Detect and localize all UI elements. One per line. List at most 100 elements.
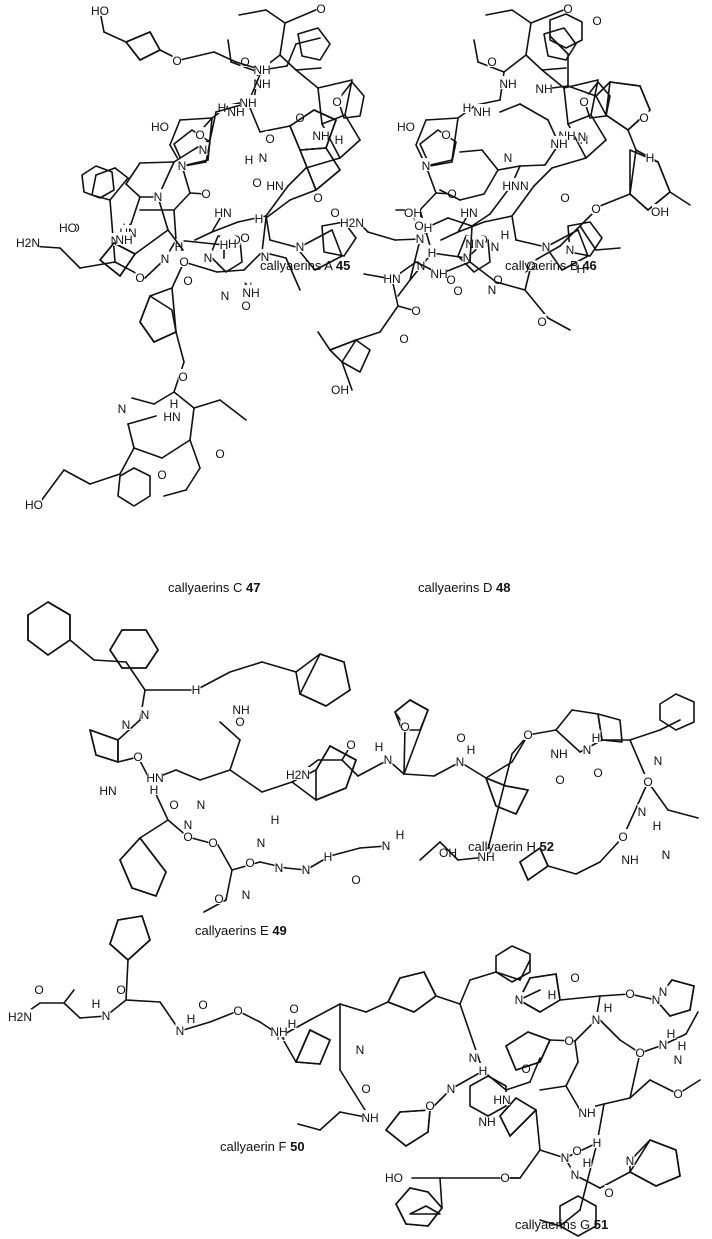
atom-background xyxy=(16,235,40,248)
atom-background xyxy=(446,1081,456,1094)
atom-label: O xyxy=(560,191,569,205)
bond xyxy=(179,1021,211,1032)
atom-label: O xyxy=(169,798,178,812)
ring xyxy=(81,165,115,199)
ring xyxy=(297,27,331,61)
atom-label: N xyxy=(422,159,431,173)
bond xyxy=(415,119,427,146)
bond xyxy=(344,114,361,141)
bond xyxy=(539,1219,561,1227)
atom-label: NH xyxy=(535,82,552,96)
bond xyxy=(209,1010,239,1023)
bond xyxy=(295,69,319,89)
atom-background xyxy=(652,204,668,217)
caption-48: callyaerins D 48 xyxy=(418,580,511,595)
ring xyxy=(119,837,167,897)
bond xyxy=(269,239,297,248)
bond xyxy=(173,391,195,409)
atom-background xyxy=(219,237,229,250)
atom-label: N xyxy=(626,1154,635,1168)
bond xyxy=(473,39,479,63)
atom-background xyxy=(592,1135,602,1148)
bond xyxy=(511,9,532,24)
atom-label: O xyxy=(195,128,204,142)
ring xyxy=(559,1195,597,1237)
atom-background xyxy=(217,100,227,113)
atom-background xyxy=(256,835,266,848)
atom-background xyxy=(267,178,283,191)
atom-label: N xyxy=(561,1151,570,1165)
bond xyxy=(189,407,195,441)
atom-label: N xyxy=(259,151,268,165)
atom-background xyxy=(381,838,391,851)
ring xyxy=(315,745,357,801)
atom-label: NH xyxy=(473,105,490,119)
atom-background xyxy=(564,1033,574,1046)
bond xyxy=(119,447,135,475)
atom-label: O xyxy=(295,111,304,125)
bond xyxy=(217,844,233,871)
bond xyxy=(515,239,547,248)
atom-label: N xyxy=(652,993,661,1007)
bond xyxy=(555,729,581,753)
atom-label: NH xyxy=(430,267,447,281)
atom-label: OH xyxy=(331,383,349,397)
atom-background xyxy=(233,1003,243,1016)
atom-background xyxy=(295,110,305,123)
atom-label: NH xyxy=(478,1115,495,1129)
atom-label: H xyxy=(288,1017,297,1031)
bond xyxy=(579,225,597,251)
bond xyxy=(125,661,146,691)
bond xyxy=(495,971,521,981)
ring xyxy=(485,777,529,815)
atom-label: NH xyxy=(477,850,494,864)
bond xyxy=(339,1003,367,1013)
bond xyxy=(559,1209,581,1227)
bond xyxy=(471,213,491,227)
atom-background xyxy=(274,860,284,873)
atom-background xyxy=(645,150,655,163)
bond xyxy=(529,1057,541,1083)
atom-background xyxy=(265,131,275,144)
bond xyxy=(331,229,343,257)
atom-background xyxy=(487,54,497,67)
bond xyxy=(37,469,65,506)
atom-label: N xyxy=(184,818,193,832)
atom-background xyxy=(425,1098,435,1111)
bond xyxy=(183,261,218,273)
atom-label: O xyxy=(446,273,455,287)
atom-background xyxy=(447,186,457,199)
bond xyxy=(344,79,353,116)
atom-label: H2N xyxy=(286,768,310,782)
bond xyxy=(295,37,321,45)
atom-background xyxy=(355,1042,365,1055)
bond xyxy=(525,54,543,71)
bond xyxy=(284,8,319,24)
bond xyxy=(485,753,513,858)
atom-label: N xyxy=(221,289,230,303)
bond xyxy=(367,231,396,241)
atom-background xyxy=(591,730,601,743)
atom-background xyxy=(332,94,342,107)
atom-label: O xyxy=(346,738,355,752)
atom-label: N xyxy=(141,708,150,722)
atom-label: N xyxy=(417,259,426,273)
bond xyxy=(63,989,75,1004)
bond xyxy=(403,773,435,777)
atom-background xyxy=(461,205,477,218)
ring xyxy=(605,81,651,131)
atom-background xyxy=(658,1037,668,1050)
bond xyxy=(279,22,286,56)
atom-background xyxy=(661,847,671,860)
atom-background xyxy=(121,717,131,730)
atom-label: O xyxy=(592,14,601,28)
ring xyxy=(597,713,623,743)
bond xyxy=(519,103,549,121)
atom-background xyxy=(514,992,524,1005)
atom-background xyxy=(453,283,463,296)
bond xyxy=(595,247,621,251)
atom-background xyxy=(673,1086,683,1099)
atom-label: H xyxy=(335,133,344,147)
ring xyxy=(139,295,177,343)
